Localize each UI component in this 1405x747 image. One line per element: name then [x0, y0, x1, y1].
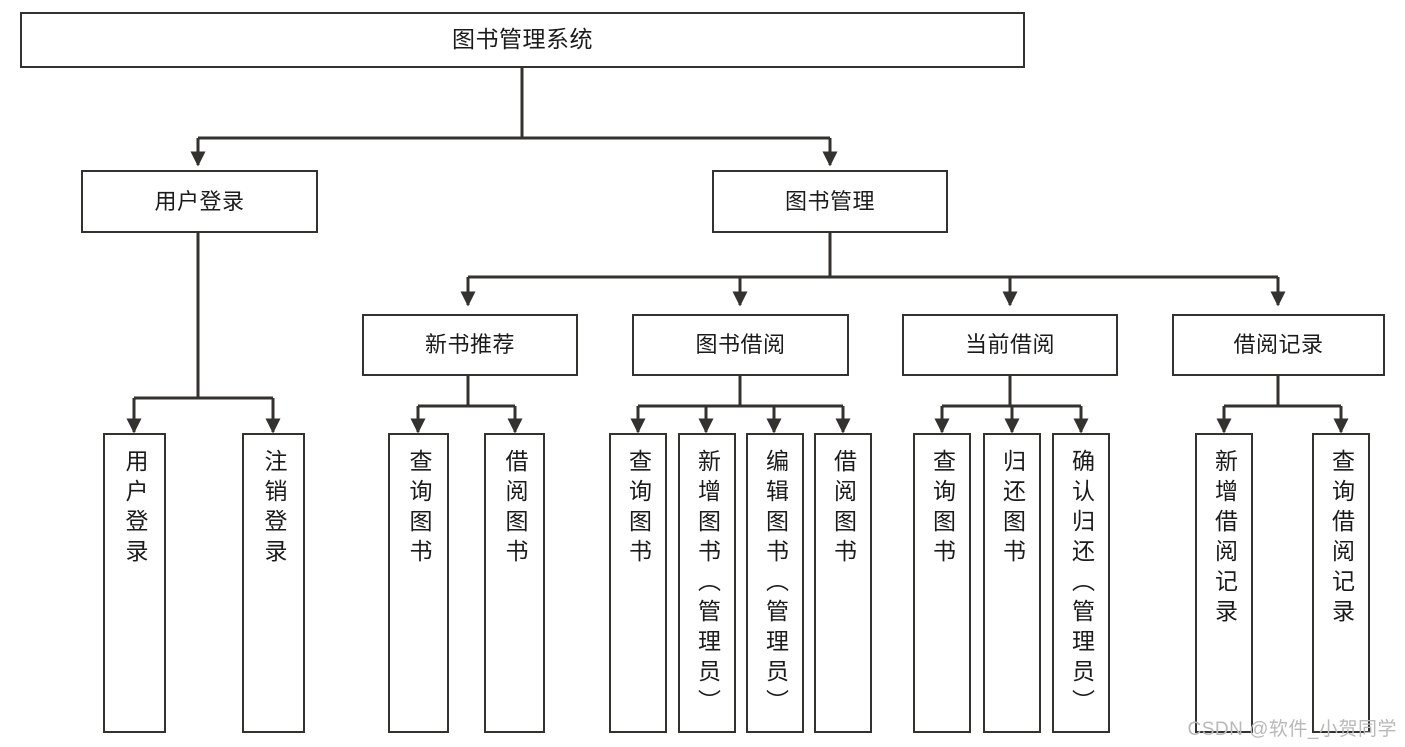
node-book-management[interactable]: 图书管理	[712, 170, 948, 233]
node-label: 查询图书	[625, 449, 652, 569]
node-leaf-query-books-current[interactable]: 查询图书	[913, 433, 971, 733]
node-leaf-user-login[interactable]: 用户登录	[103, 433, 166, 733]
node-current-borrowing[interactable]: 当前借阅	[902, 314, 1118, 376]
node-label: 用户登录	[122, 449, 148, 569]
node-leaf-borrow-books[interactable]: 借阅图书	[814, 433, 872, 733]
node-label: 新书推荐	[424, 332, 515, 358]
node-label: 图书管理	[784, 188, 875, 214]
node-label: 新增借阅记录	[1211, 449, 1238, 629]
node-root-book-management-system[interactable]: 图书管理系统	[20, 12, 1025, 68]
node-label: 当前借阅	[964, 332, 1055, 358]
node-label: 归还图书	[999, 449, 1026, 569]
node-leaf-query-books-rec[interactable]: 查询图书	[388, 433, 449, 733]
node-label: 查询图书	[929, 449, 956, 569]
node-label: 借阅记录	[1233, 332, 1324, 358]
node-leaf-add-borrow-record[interactable]: 新增借阅记录	[1195, 433, 1253, 733]
node-label: 编辑图书（管理员）	[762, 449, 789, 719]
node-label: 图书管理系统	[452, 26, 593, 53]
node-label: 注销登录	[261, 449, 287, 569]
node-leaf-borrow-books-rec[interactable]: 借阅图书	[484, 433, 545, 733]
node-leaf-edit-book-admin[interactable]: 编辑图书（管理员）	[746, 433, 804, 733]
node-label: 查询图书	[406, 449, 432, 569]
node-new-book-recommendation[interactable]: 新书推荐	[362, 314, 578, 376]
node-leaf-query-borrow-record[interactable]: 查询借阅记录	[1312, 433, 1370, 733]
node-leaf-return-books[interactable]: 归还图书	[983, 433, 1041, 733]
node-label: 新增图书（管理员）	[694, 449, 721, 719]
node-label: 确认归还（管理员）	[1068, 449, 1095, 719]
node-user-login[interactable]: 用户登录	[81, 170, 318, 233]
node-borrowing-record[interactable]: 借阅记录	[1172, 314, 1385, 376]
node-leaf-logout[interactable]: 注销登录	[242, 433, 305, 733]
node-label: 借阅图书	[502, 449, 528, 569]
node-label: 借阅图书	[830, 449, 857, 569]
node-leaf-add-book-admin[interactable]: 新增图书（管理员）	[678, 433, 736, 733]
watermark-text: CSDN @软件_小贺同学	[1187, 719, 1397, 740]
node-label: 查询借阅记录	[1328, 449, 1355, 629]
node-book-borrowing[interactable]: 图书借阅	[632, 314, 849, 376]
node-label: 用户登录	[154, 188, 245, 214]
node-label: 图书借阅	[695, 332, 786, 358]
node-leaf-query-books[interactable]: 查询图书	[609, 433, 667, 733]
node-leaf-confirm-return-admin[interactable]: 确认归还（管理员）	[1052, 433, 1110, 733]
